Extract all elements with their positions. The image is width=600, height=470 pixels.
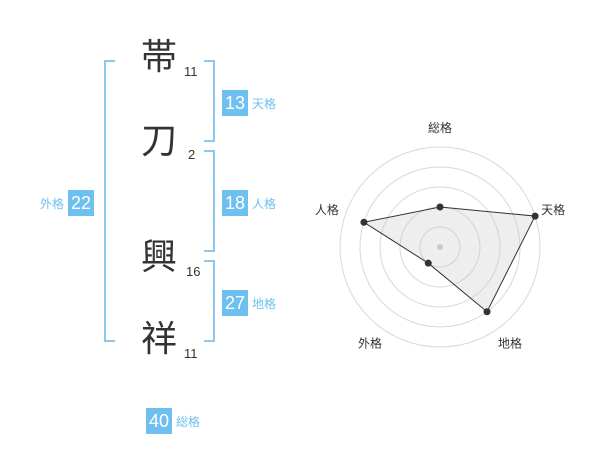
stroke-count-1: 11 <box>184 64 198 79</box>
jinkaku-badge: 18 人格 <box>222 190 276 216</box>
soukaku-badge: 40 総格 <box>146 408 200 434</box>
radar-axis-label-5: 人格 <box>315 202 339 217</box>
jinkaku-value: 18 <box>222 190 248 216</box>
name-char-1: 帯 <box>141 37 178 78</box>
tenkaku-value: 13 <box>222 90 248 116</box>
soukaku-value: 40 <box>146 408 172 434</box>
name-char-3: 興 <box>141 237 178 278</box>
stroke-count-2: 2 <box>188 147 196 162</box>
tenkaku-label: 天格 <box>252 96 277 111</box>
chikaku-badge: 27 地格 <box>222 290 276 316</box>
radar-ring-3 <box>379 186 501 308</box>
jinkaku-label: 人格 <box>252 196 277 211</box>
chikaku-label: 地格 <box>252 296 277 311</box>
radar-axis-label-1: 総格 <box>428 120 452 135</box>
chikaku-bracket <box>204 260 215 342</box>
radar-area <box>362 206 536 313</box>
gaikaku-label: 外格 <box>40 196 65 211</box>
stroke-count-4: 11 <box>184 346 198 361</box>
name-char-4: 祥 <box>141 319 178 360</box>
radar-ring-5 <box>339 146 541 348</box>
gaikaku-value: 22 <box>68 190 95 216</box>
radar-center-dot <box>437 244 443 250</box>
radar-axis-label-2: 天格 <box>541 202 565 217</box>
radar-point-3 <box>483 308 491 316</box>
jinkaku-bracket <box>204 150 215 252</box>
radar-axis-label-3: 地格 <box>498 335 522 350</box>
radar-point-2 <box>531 212 539 220</box>
stroke-count-3: 16 <box>186 264 201 279</box>
radar-point-5 <box>360 218 368 226</box>
name-char-2: 刀 <box>141 121 178 162</box>
soukaku-label: 総格 <box>176 414 201 429</box>
chikaku-value: 27 <box>222 290 248 316</box>
gaikaku-badge: 外格 22 <box>40 190 95 216</box>
radar-point-1 <box>436 203 444 211</box>
tenkaku-badge: 13 天格 <box>222 90 276 116</box>
gaikaku-bracket <box>104 60 115 342</box>
radar-axis-label-4: 外格 <box>358 335 382 350</box>
radar-point-4 <box>424 259 432 267</box>
radar-ring-1 <box>419 226 461 268</box>
tenkaku-bracket <box>204 60 215 142</box>
